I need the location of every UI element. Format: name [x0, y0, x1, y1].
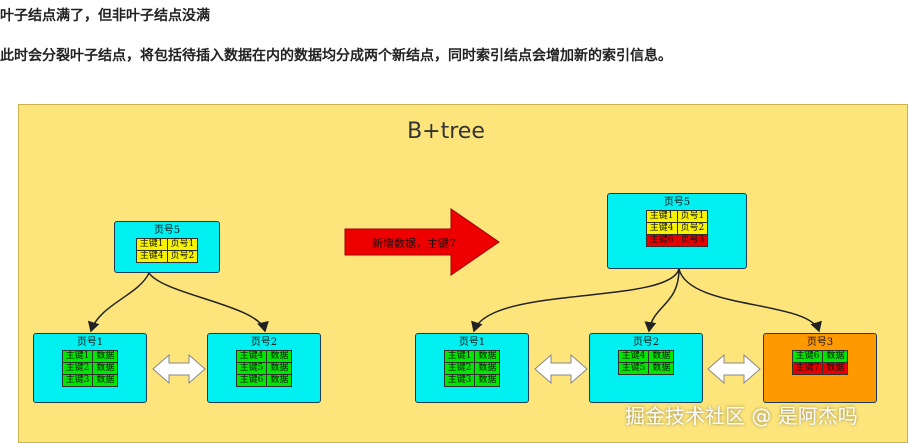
node-title: 页号5 [663, 197, 691, 208]
edge-right-root-leaf1 [471, 268, 680, 333]
edge-right-root-leaf2 [644, 268, 680, 333]
diagram-title: B+tree [407, 119, 485, 144]
watermark: 掘金技术社区 @ 是阿杰吗 [625, 404, 858, 428]
section-paragraph: 此时会分裂叶子结点，将包括待插入数据在内的数据均分成两个新结点，同时索引结点会增… [0, 48, 672, 64]
double-arrow-icon-left [152, 353, 206, 385]
red-arrow-icon [344, 208, 500, 276]
node-title: 页号1 [76, 337, 104, 348]
node-title: 页号1 [458, 337, 486, 348]
node-title: 页号3 [806, 337, 834, 348]
node-title: 页号5 [153, 225, 181, 236]
connector-lines [87, 208, 822, 385]
arrow-label: 新增数据，主键7 [372, 237, 456, 250]
section-heading: 叶子结点满了，但非叶子结点没满 [0, 8, 210, 24]
edge-right-root-leaf3 [678, 268, 822, 333]
edge-left-root-leaf1 [87, 272, 150, 333]
node-title: 页号2 [250, 337, 278, 348]
double-arrow-icon-right-b [707, 353, 761, 385]
double-arrow-icon-right-a [534, 353, 588, 385]
node-title: 页号2 [632, 337, 660, 348]
edge-left-root-leaf2 [148, 272, 269, 333]
